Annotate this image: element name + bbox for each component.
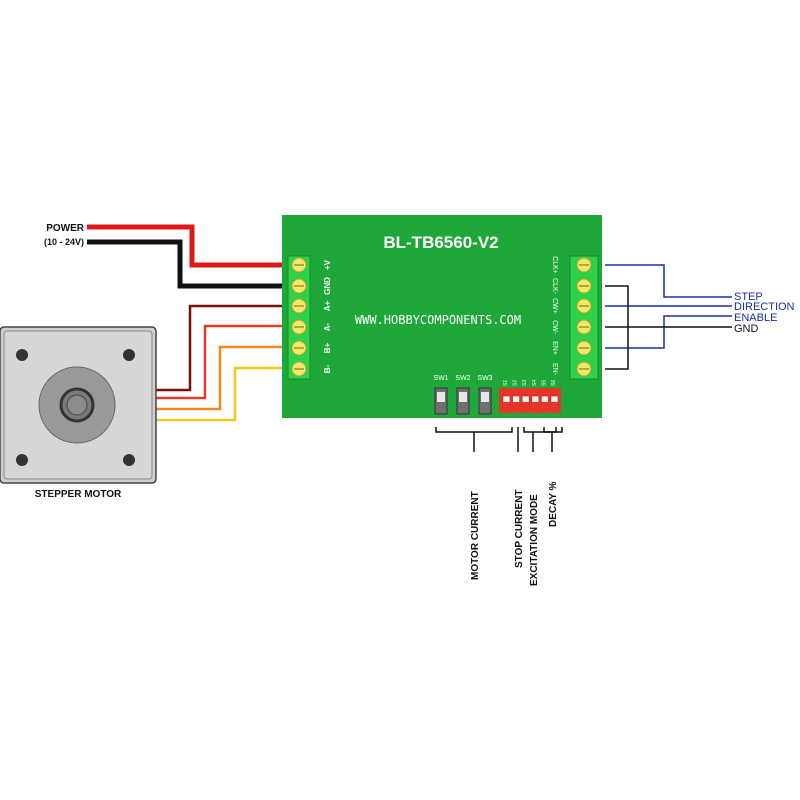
dip-switch[interactable]: S4	[531, 380, 540, 410]
power-range-label: (10 - 24V)	[44, 237, 84, 247]
slide-switch[interactable]: SW2	[455, 375, 471, 415]
dip-label: S1	[503, 380, 509, 386]
right-terminal-screw	[576, 278, 592, 294]
right-pin-label: CW+	[551, 298, 558, 314]
left-pin-label: B+	[323, 342, 332, 353]
right-terminal-screw	[576, 361, 592, 377]
motor-shaft	[66, 394, 88, 416]
dip-label: S3	[522, 380, 528, 386]
switch-label: SW1	[433, 375, 448, 382]
switch-label: SW3	[477, 375, 492, 382]
dip-switch[interactable]: S3	[521, 380, 530, 410]
left-terminal-screw	[291, 298, 307, 314]
left-terminal-screw	[291, 257, 307, 273]
dip-label: S2	[513, 380, 519, 386]
motor-mount-hole-tr	[123, 349, 135, 361]
slide-switch[interactable]: SW3	[477, 375, 493, 415]
right-terminal-screw	[576, 340, 592, 356]
stepper-motor	[0, 326, 157, 484]
motor-wire-b-minus	[155, 366, 298, 422]
decay-label: DECAY %	[548, 481, 559, 527]
motor-wire-a-minus	[155, 324, 298, 400]
motor-mount-hole-br	[123, 454, 135, 466]
step-wire	[605, 264, 732, 298]
motor-current-bracket	[435, 427, 513, 433]
dip-switch[interactable]: S1	[502, 380, 511, 410]
motor-wire-a-plus	[155, 304, 298, 392]
step-signal-label: STEP	[734, 291, 763, 303]
switch-label: SW2	[455, 375, 470, 382]
power-positive-wire	[87, 224, 298, 268]
dip-label: S5	[541, 380, 547, 386]
board-title: BL-TB6560-V2	[383, 233, 498, 252]
direction-signal-label: DIRECTION	[734, 301, 795, 313]
left-terminal-screw	[291, 361, 307, 377]
dip-switch[interactable]: S6	[550, 380, 559, 410]
dip-switch[interactable]: S5	[541, 380, 549, 410]
power-label: POWER	[46, 223, 85, 234]
power-ground-wire	[87, 239, 298, 289]
left-pin-label: A+	[323, 300, 332, 311]
motor-current-label: MOTOR CURRENT	[470, 491, 481, 580]
gnd-signal-label: GND	[734, 323, 759, 335]
left-terminal-screw	[291, 319, 307, 335]
driver-board	[282, 215, 602, 418]
excitation-mode-bracket	[523, 427, 557, 433]
dip-label: S6	[551, 380, 557, 386]
left-terminal-screw	[291, 278, 307, 294]
stop-current-label: STOP CURRENT	[514, 489, 525, 568]
motor-mount-hole-tl	[16, 349, 28, 361]
excitation-mode-label: EXCITATION MODE	[529, 494, 540, 586]
right-pin-label: EN+	[551, 341, 558, 355]
right-pin-label: EN-	[551, 363, 558, 376]
enable-wire	[605, 315, 732, 349]
dip-label: S4	[532, 380, 538, 386]
left-pin-label: A-	[323, 322, 332, 331]
decay-bracket	[543, 427, 563, 433]
stepper-motor-label: STEPPER MOTOR	[35, 489, 122, 500]
motor-mount-hole-bl	[16, 454, 28, 466]
board-url: WWW.HOBBYCOMPONENTS.COM	[355, 313, 521, 327]
left-terminal-screw	[291, 340, 307, 356]
left-pin-label: GND	[323, 277, 332, 295]
right-pin-label: CLK-	[551, 278, 558, 295]
dip-switch[interactable]: S2	[512, 380, 520, 410]
right-terminal-screw	[576, 257, 592, 273]
right-pin-label: CLK+	[551, 256, 558, 274]
motor-wire-b-plus	[155, 345, 298, 411]
left-terminal-block	[287, 255, 311, 380]
right-terminal-screw	[576, 298, 592, 314]
slide-switch[interactable]: SW1	[433, 375, 449, 415]
enable-signal-label: ENABLE	[734, 312, 777, 324]
right-terminal-screw	[576, 319, 592, 335]
right-terminal-block	[569, 255, 599, 380]
left-pin-label: B-	[323, 364, 332, 373]
left-pin-label: +V	[323, 259, 332, 270]
right-pin-label: CW-	[551, 320, 558, 335]
